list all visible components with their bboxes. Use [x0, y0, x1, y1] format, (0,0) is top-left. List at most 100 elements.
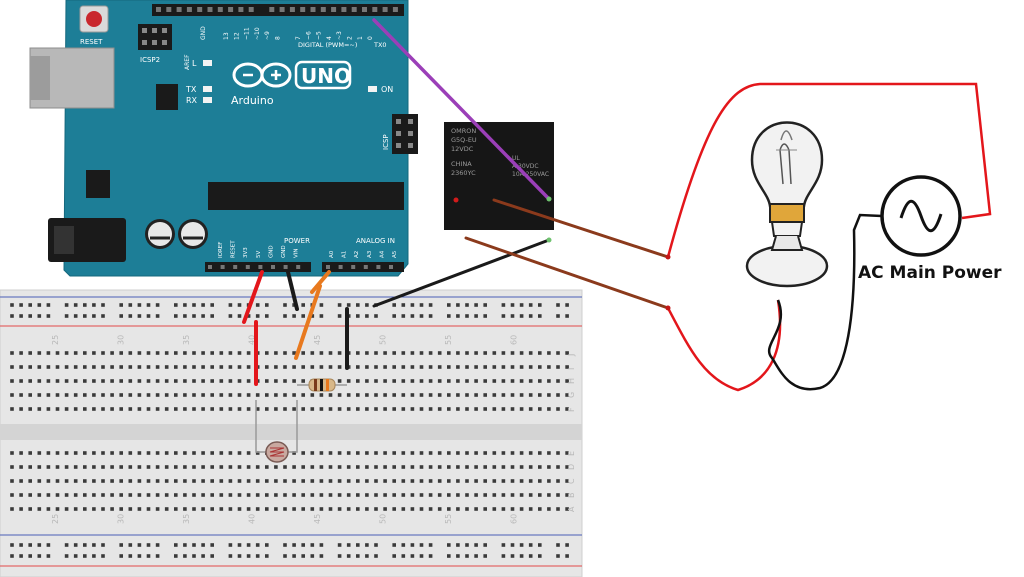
- terminal-hole: [119, 479, 123, 483]
- rail-hole: [228, 554, 233, 558]
- wire-orange-vertical: [294, 284, 322, 360]
- digital-pin-label: ~11: [244, 27, 251, 40]
- terminal-hole: [501, 507, 506, 511]
- terminal-hole: [92, 507, 96, 511]
- column-number: 55: [444, 335, 453, 345]
- capacitor-right: [178, 219, 208, 249]
- header-pin: [363, 265, 368, 269]
- terminal-hole: [137, 393, 142, 397]
- column-number: 30: [117, 514, 126, 524]
- terminal-hole: [155, 465, 160, 469]
- rail-hole: [419, 303, 424, 307]
- rail-hole: [310, 314, 315, 318]
- terminal-hole: [246, 393, 251, 397]
- terminal-hole: [128, 407, 133, 411]
- rail-hole: [392, 303, 396, 307]
- terminal-hole: [119, 407, 123, 411]
- rail-hole: [83, 554, 87, 558]
- terminal-hole: [447, 407, 451, 411]
- terminal-hole: [292, 493, 296, 497]
- rail-hole: [192, 543, 196, 547]
- terminal-hole: [292, 407, 296, 411]
- terminal-hole: [346, 507, 351, 511]
- rail-hole: [365, 303, 369, 307]
- rail-hole: [428, 314, 433, 318]
- rail-hole: [128, 314, 133, 318]
- terminal-hole: [401, 365, 406, 369]
- terminal-hole: [19, 351, 23, 355]
- terminal-hole: [519, 351, 524, 355]
- terminal-hole: [401, 465, 406, 469]
- terminal-hole: [73, 465, 78, 469]
- power-pin-label: GND: [268, 245, 274, 258]
- terminal-hole: [283, 493, 287, 497]
- rail-hole: [119, 314, 123, 318]
- terminal-hole: [365, 379, 369, 383]
- terminal-hole: [37, 393, 42, 397]
- column-number: 30: [117, 335, 126, 345]
- terminal-hole: [401, 507, 406, 511]
- terminal-hole: [265, 407, 269, 411]
- terminal-hole: [419, 507, 424, 511]
- terminal-hole: [492, 351, 497, 355]
- terminal-hole: [192, 507, 196, 511]
- terminal-hole: [101, 451, 105, 455]
- terminal-hole: [556, 451, 560, 455]
- terminal-hole: [565, 451, 569, 455]
- rail-hole: [92, 543, 96, 547]
- terminal-hole: [428, 379, 433, 383]
- terminal-hole: [274, 493, 278, 497]
- terminal-hole: [519, 451, 524, 455]
- terminal-hole: [174, 451, 178, 455]
- terminal-hole: [46, 351, 51, 355]
- terminal-hole: [164, 465, 169, 469]
- terminal-hole: [401, 493, 406, 497]
- terminal-hole: [146, 407, 151, 411]
- analog-pin-label: A5: [392, 250, 398, 258]
- terminal-hole: [365, 493, 369, 497]
- terminal-hole: [319, 451, 324, 455]
- rail-hole: [292, 314, 296, 318]
- terminal-hole: [419, 451, 424, 455]
- terminal-hole: [374, 379, 378, 383]
- terminal-hole: [437, 379, 442, 383]
- terminal-hole: [301, 351, 305, 355]
- header-pin: [245, 265, 250, 269]
- terminal-hole: [274, 407, 278, 411]
- reset-button-cap[interactable]: [86, 11, 102, 27]
- terminal-hole: [392, 479, 396, 483]
- terminal-hole: [337, 393, 342, 397]
- terminal-hole: [365, 351, 369, 355]
- terminal-hole: [155, 351, 160, 355]
- terminal-hole: [210, 465, 214, 469]
- rail-hole: [519, 543, 524, 547]
- icsp2-label: ICSP2: [140, 56, 160, 64]
- terminal-hole: [492, 493, 497, 497]
- analog-pin-label: A0: [329, 250, 335, 258]
- rail-hole: [192, 303, 196, 307]
- terminal-hole: [419, 493, 424, 497]
- relay-rating: UL: [512, 155, 520, 162]
- terminal-hole: [19, 465, 23, 469]
- terminal-hole: [428, 365, 433, 369]
- rail-hole: [565, 554, 569, 558]
- header-pin: [351, 265, 356, 269]
- power-pin-label: 5V: [256, 251, 262, 258]
- terminal-hole: [155, 379, 160, 383]
- terminal-hole: [92, 479, 96, 483]
- terminal-hole: [183, 407, 187, 411]
- rail-hole: [519, 314, 524, 318]
- terminal-hole: [410, 393, 415, 397]
- rail-hole: [19, 303, 23, 307]
- terminal-hole: [219, 451, 224, 455]
- header-pin: [338, 265, 343, 269]
- terminal-hole: [110, 493, 114, 497]
- rail-hole: [183, 543, 187, 547]
- terminal-hole: [37, 351, 42, 355]
- terminal-hole: [501, 479, 506, 483]
- terminal-hole: [164, 507, 169, 511]
- terminal-hole: [401, 451, 406, 455]
- terminal-hole: [501, 465, 506, 469]
- rail-hole: [465, 303, 469, 307]
- terminal-hole: [83, 465, 87, 469]
